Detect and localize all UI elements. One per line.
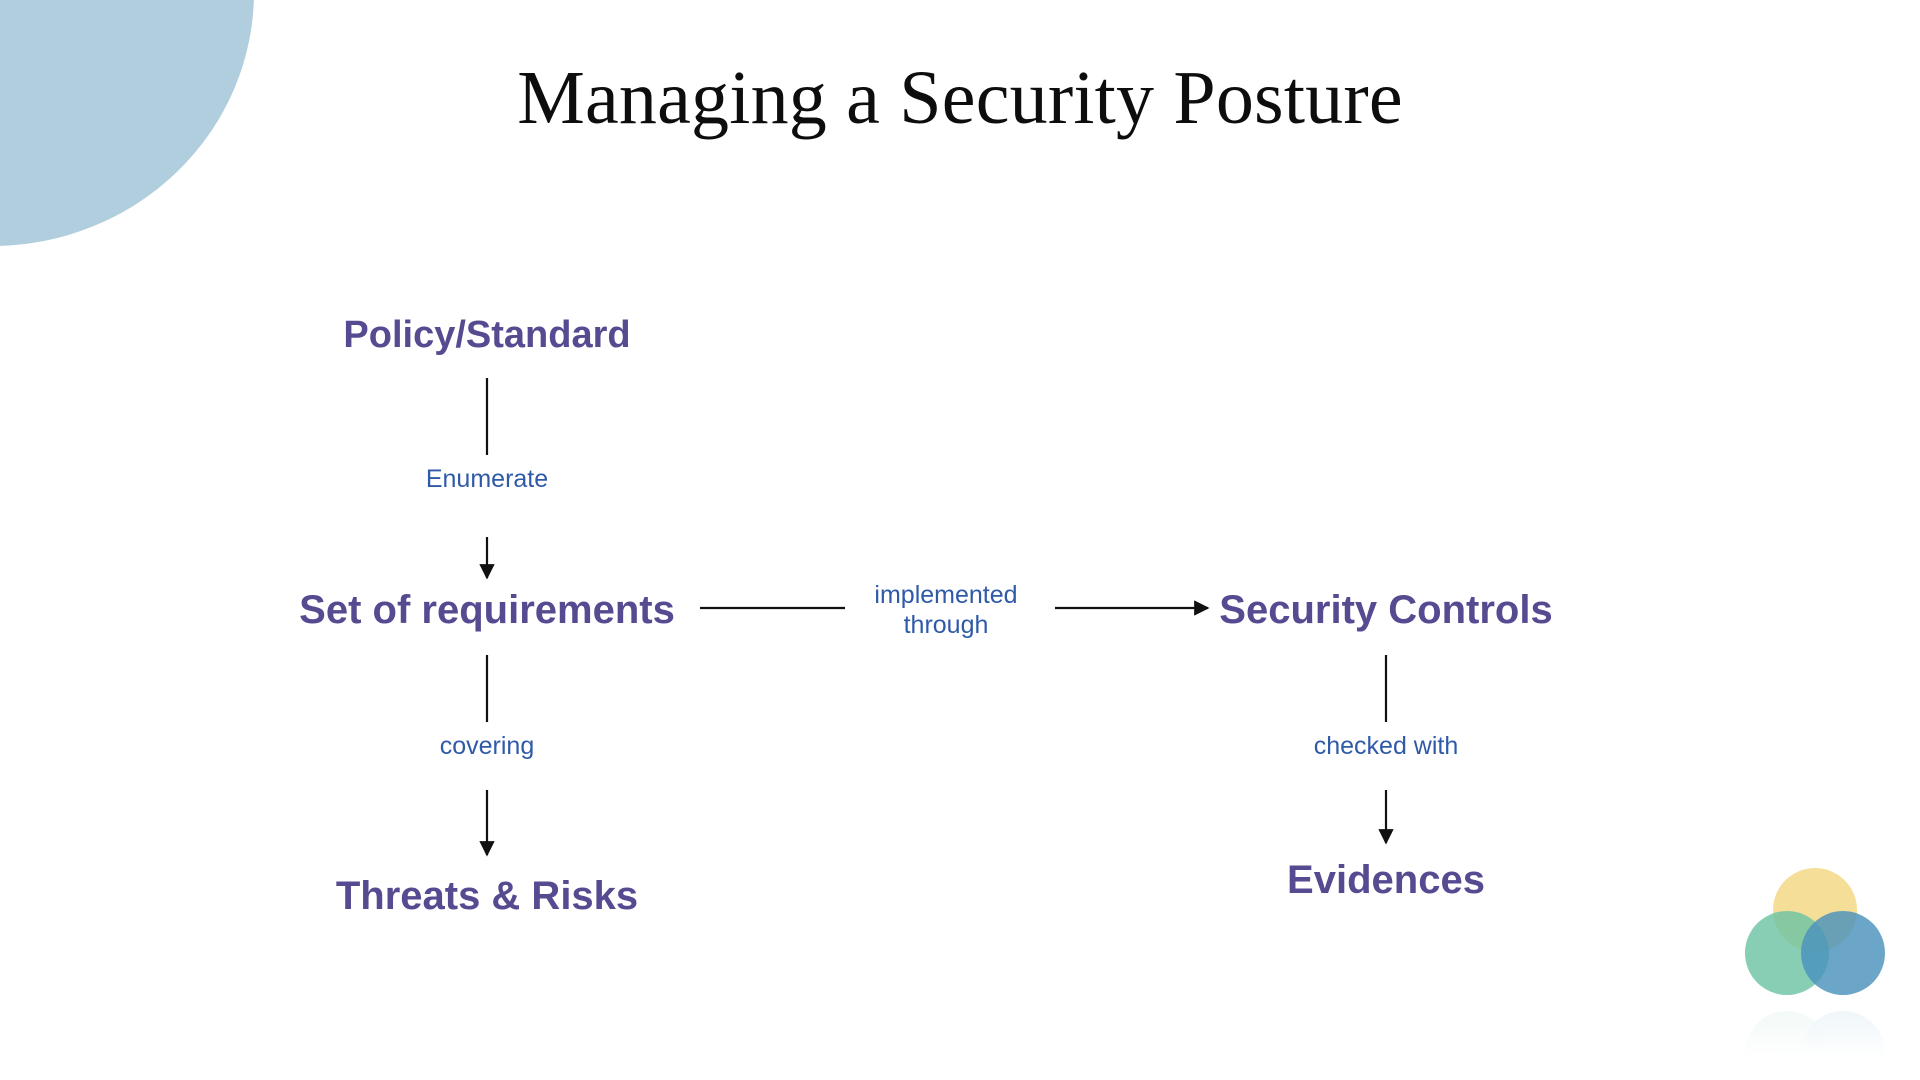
venn-circles-logo — [1735, 868, 1895, 1058]
edge-label-covering: covering — [439, 732, 535, 760]
venn-logo-reflection-fade — [1735, 996, 1895, 1058]
edge-label-implemented-through-line1: implemented — [874, 581, 1018, 609]
node-threats-and-risks[interactable]: Threats & Risks — [335, 874, 639, 918]
edge-label-implemented-through: implemented through — [836, 580, 1056, 640]
page-title: Managing a Security Posture — [517, 56, 1403, 140]
venn-circles-group — [1745, 868, 1885, 995]
edge-label-enumerate: Enumerate — [425, 465, 549, 493]
node-set-of-requirements[interactable]: Set of requirements — [299, 588, 675, 632]
node-policy-standard[interactable]: Policy/Standard — [343, 314, 631, 356]
edge-label-checked-with: checked with — [1313, 732, 1459, 760]
node-evidences[interactable]: Evidences — [1287, 858, 1485, 902]
edge-label-implemented-through-line2: through — [903, 611, 989, 639]
node-security-controls[interactable]: Security Controls — [1219, 588, 1553, 632]
venn-circle-blue — [1801, 911, 1885, 995]
